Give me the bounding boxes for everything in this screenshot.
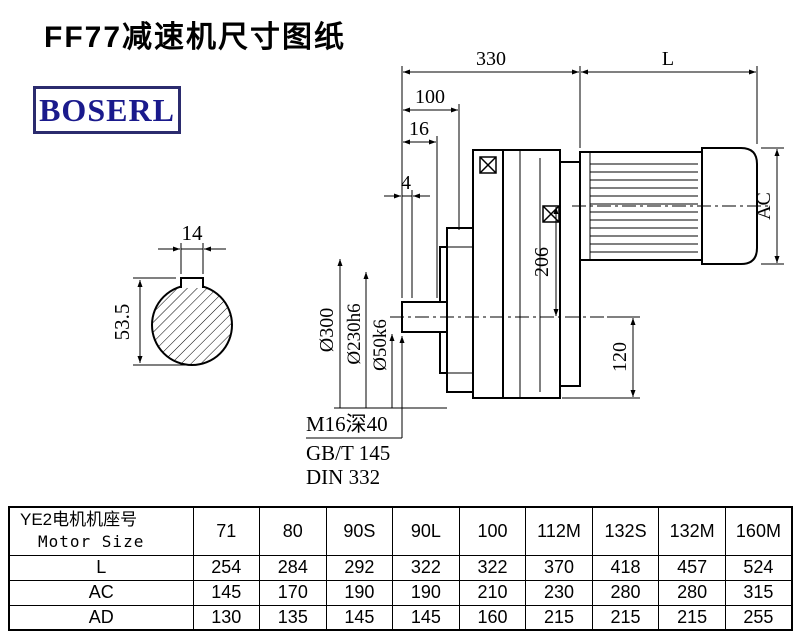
size-col-header: 160M [724, 506, 793, 556]
cell: 170 [259, 579, 327, 606]
cell: 190 [392, 579, 460, 606]
cell: 254 [192, 554, 261, 581]
size-col-header: 90L [392, 506, 460, 556]
cell: 210 [458, 579, 527, 606]
cell: 524 [724, 554, 793, 581]
size-col-header: 90S [325, 506, 394, 556]
dim-16-label: 16 [409, 118, 429, 140]
keyway-outline [180, 277, 204, 288]
brand-logo: BOSERL [33, 86, 181, 134]
dim-330-label: 330 [476, 48, 506, 70]
cell: 130 [192, 604, 261, 631]
dim-dia300-label: Ø300 [316, 308, 338, 352]
table-row-L: L 254 284 292 322 322 370 418 457 524 [8, 554, 793, 581]
size-col-header: 132S [591, 506, 660, 556]
cell: 292 [325, 554, 394, 581]
brand-logo-text: BOSERL [39, 91, 175, 128]
cell: 190 [325, 579, 394, 606]
reducer-side-view [401, 147, 758, 399]
shaft-circle [151, 284, 233, 366]
mounting-hole-top [479, 156, 497, 174]
dim-dia50-label: Ø50k6 [370, 319, 391, 371]
cell: 370 [525, 554, 593, 581]
dim-dia230-label: Ø230h6 [344, 303, 365, 364]
dim-L-label: L [662, 48, 674, 70]
cell: 215 [525, 604, 593, 631]
cell: 457 [658, 554, 726, 581]
cell: 255 [724, 604, 793, 631]
cell: 215 [658, 604, 726, 631]
cell: 145 [192, 579, 261, 606]
cell: 160 [458, 604, 527, 631]
cell: 280 [591, 579, 660, 606]
page-title: FF77减速机尺寸图纸 [44, 21, 347, 54]
dimension-lines [306, 66, 784, 439]
cell: 322 [458, 554, 527, 581]
size-col-header: 100 [458, 506, 527, 556]
table-header-row: YE2电机机座号 Motor Size 71 80 90S 90L 100 11… [8, 506, 793, 556]
row-label: AD [8, 604, 194, 631]
size-col-header: 132M [658, 506, 726, 556]
center-lines [390, 205, 772, 318]
dim-206-label: 206 [531, 247, 553, 277]
dim-53-5-label: 53.5 [110, 304, 134, 341]
mounting-hole-mid [542, 205, 560, 223]
cell: 322 [392, 554, 460, 581]
size-col-header: 80 [259, 506, 327, 556]
cell: 145 [325, 604, 394, 631]
output-flange [446, 227, 474, 393]
dim-14-label: 14 [182, 221, 204, 245]
dim-AC-label: AC [753, 192, 775, 220]
motor-size-header-cn: YE2电机机座号 [20, 510, 138, 530]
row-label: L [8, 554, 194, 581]
motor-size-header-en: Motor Size [38, 532, 145, 552]
motor-size-header: YE2电机机座号 Motor Size [8, 506, 194, 556]
dim-100-label: 100 [415, 86, 445, 108]
note-tap-label: M16深40 [306, 412, 388, 436]
dim-keyway-width [158, 243, 226, 274]
table-row-AC: AC 145 170 190 190 210 230 280 280 315 [8, 579, 793, 606]
housing-front [472, 149, 504, 399]
cell: 418 [591, 554, 660, 581]
cell: 145 [392, 604, 460, 631]
size-col-header: 71 [192, 506, 261, 556]
size-col-header: 112M [525, 506, 593, 556]
cell: 230 [525, 579, 593, 606]
cell: 280 [658, 579, 726, 606]
motor-adapter [559, 161, 581, 387]
table-row-AD: AD 130 135 145 145 160 215 215 215 255 [8, 604, 793, 631]
cell: 215 [591, 604, 660, 631]
dim-shaft-height [133, 277, 190, 366]
note-gbt-label: GB/T 145 [306, 441, 390, 465]
cell: 315 [724, 579, 793, 606]
gear-housing [502, 149, 561, 399]
cell: 135 [259, 604, 327, 631]
dimension-table: YE2电机机座号 Motor Size 71 80 90S 90L 100 11… [8, 506, 793, 631]
dim-4-label: 4 [401, 172, 411, 194]
row-label: AC [8, 579, 194, 606]
motor-fins [589, 152, 698, 260]
dimension-drawing: 14 53.5 [110, 48, 784, 489]
cell: 284 [259, 554, 327, 581]
note-din-label: DIN 332 [306, 465, 380, 489]
dim-120-label: 120 [609, 342, 631, 372]
shaft-section-view: 14 53.5 [110, 221, 233, 366]
